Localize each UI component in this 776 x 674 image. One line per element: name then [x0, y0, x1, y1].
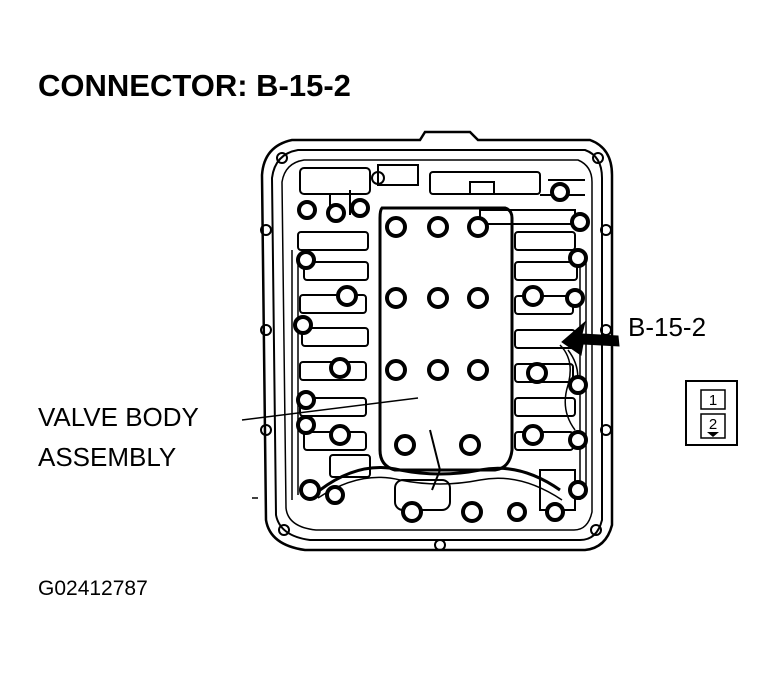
- valve-body-label-line2: ASSEMBLY: [38, 442, 177, 472]
- valve-body-label-line1: VALVE BODY: [38, 402, 199, 432]
- connector-pin-1: 1: [709, 392, 717, 409]
- diagram-title: CONNECTOR: B-15-2: [38, 68, 351, 103]
- connector-pin-2: 2: [709, 416, 717, 433]
- figure-id: G02412787: [38, 577, 148, 600]
- connector-label: B-15-2: [628, 312, 707, 342]
- connector-pinout-icon: 1 2: [685, 380, 738, 446]
